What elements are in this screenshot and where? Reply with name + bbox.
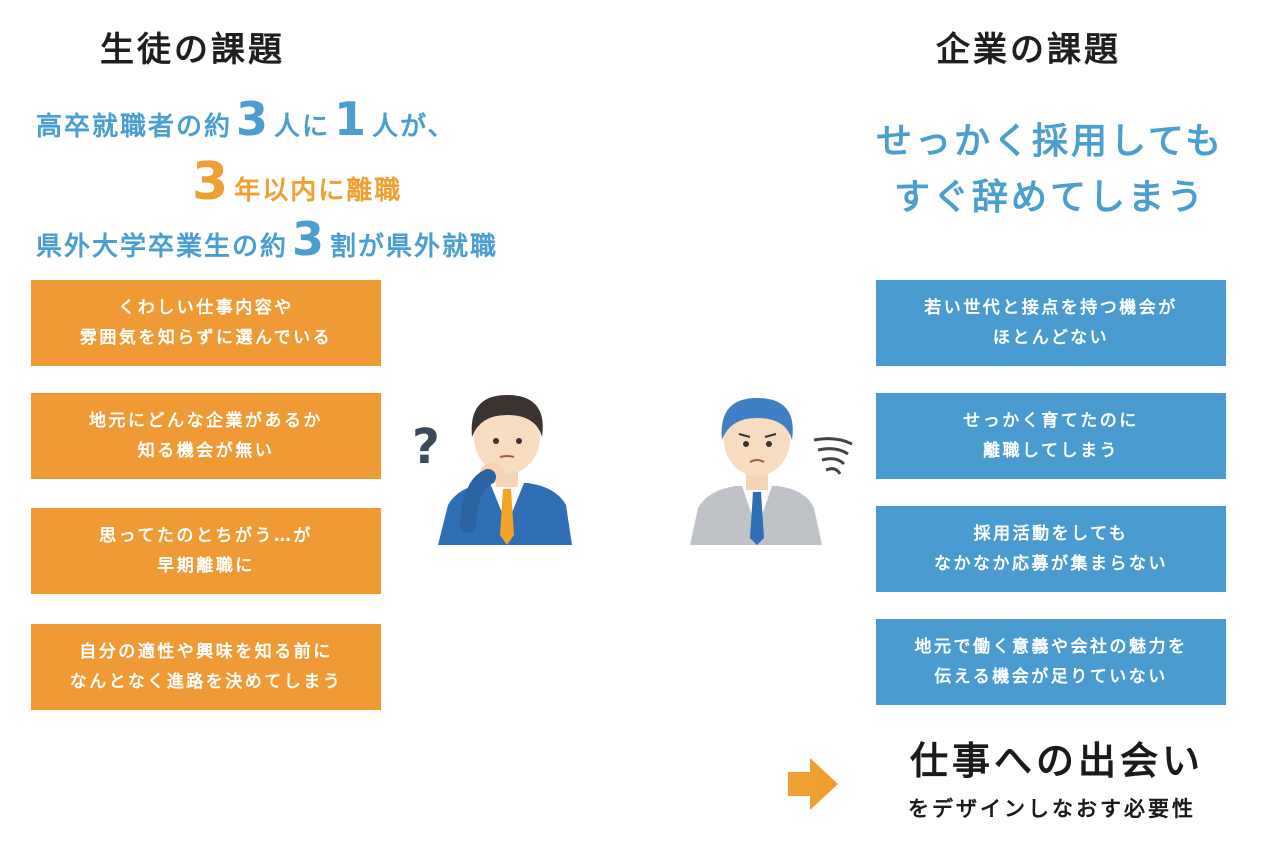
stat-1-text-e: 人が、 — [372, 112, 456, 142]
company-issue-card: 地元で働く意義や会社の魅力を 伝える機会が足りていない — [876, 619, 1226, 705]
company-issue-card: 若い世代と接点を持つ機会が ほとんどない — [876, 280, 1226, 366]
stat-2-number-3: 3 — [192, 152, 231, 212]
student-issue-card: 自分の適性や興味を知る前に なんとなく進路を決めてしまう — [31, 624, 381, 710]
company-issue-card: せっかく育てたのに 離職してしまう — [876, 393, 1226, 479]
arrow-right-icon — [788, 758, 838, 810]
student-illustration: ? — [408, 385, 578, 545]
stat-1-number-1: 1 — [334, 92, 369, 146]
stat-2-text: 年以内に離職 — [234, 176, 403, 206]
company-tagline: せっかく採用しても すぐ辞めてしまう — [870, 114, 1230, 226]
worried-manager-icon — [690, 398, 853, 545]
closing-subtitle: をデザインしなおす必要性 — [908, 797, 1196, 821]
stat-line-3: 県外大学卒業生の約 3 割が県外就職 — [36, 212, 498, 266]
manager-illustration — [686, 390, 861, 545]
tagline-line-2: すぐ辞めてしまう — [893, 177, 1206, 218]
companies-heading: 企業の課題 — [936, 30, 1121, 70]
stat-3-text-c: 割が県外就職 — [330, 232, 499, 262]
student-issue-card: 地元にどんな企業があるか 知る機会が無い — [31, 393, 381, 479]
stat-3-number-3: 3 — [292, 212, 327, 266]
student-issue-card: 思ってたのとちがう…が 早期離職に — [31, 508, 381, 594]
stat-line-2: 3 年以内に離職 — [188, 152, 402, 212]
stat-1-number-3: 3 — [236, 92, 271, 146]
company-issue-card: 採用活動をしても なかなか応募が集まらない — [876, 506, 1226, 592]
closing-headline: 仕事への出会い — [910, 739, 1205, 783]
stat-1-text-a: 高卒就職者の約 — [36, 112, 233, 142]
student-issue-card: くわしい仕事内容や 雰囲気を知らずに選んでいる — [31, 280, 381, 366]
stat-3-text-a: 県外大学卒業生の約 — [36, 232, 289, 262]
stat-line-1: 高卒就職者の約 3 人に 1 人が、 — [36, 92, 456, 146]
tagline-line-1: せっかく採用しても — [875, 121, 1225, 162]
question-mark-icon: ? — [412, 419, 440, 475]
students-heading: 生徒の課題 — [100, 30, 285, 70]
swirl-icon — [813, 437, 853, 475]
stat-1-text-c: 人に — [274, 112, 331, 142]
thinking-student-icon: ? — [412, 395, 572, 545]
